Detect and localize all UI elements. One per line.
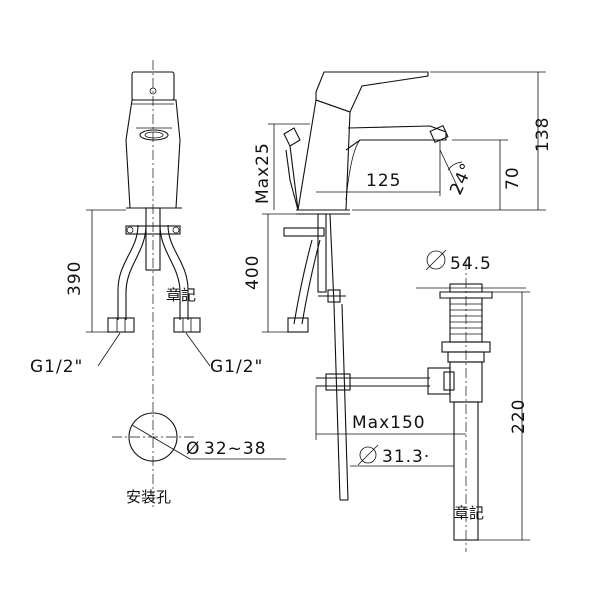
drain-thread-lines: [450, 303, 482, 335]
dim-220-text: 220: [509, 399, 529, 434]
thread-right-label: G1/2": [210, 357, 263, 377]
stamp-label-2: 章記: [454, 504, 484, 522]
angle-leader: [439, 149, 461, 193]
mounting-hole-label: 安装孔: [126, 488, 171, 506]
clamp-bolt-right: [172, 226, 180, 234]
dim-hole-text: 32~38: [204, 439, 267, 459]
side-view: Max25 400 125 24°: [243, 71, 553, 552]
dim-390-text: 390: [65, 261, 85, 296]
nut-right: [173, 317, 201, 333]
spout: [345, 125, 447, 151]
aerator: [139, 129, 169, 141]
dim-31-3-symbol-circle: [359, 446, 377, 464]
dim-54-5-symbol-circle: [426, 250, 446, 270]
side-nut: [287, 317, 309, 333]
angle-arc: [447, 161, 463, 171]
dim-31-3-symbol-slash: [357, 444, 379, 466]
dim-70-text: 70: [503, 166, 523, 190]
hole-leader: [131, 424, 191, 460]
hose-left-outer: [117, 224, 139, 320]
linkage-clip: [327, 289, 341, 303]
leader-thread-right: [185, 332, 211, 367]
pivot-clip: [325, 373, 351, 391]
side-body: [297, 99, 351, 211]
aerator-inner: [144, 131, 164, 139]
linkage-strap-edge: [341, 303, 349, 501]
side-shank: [317, 213, 327, 293]
dim-125-text: 125: [366, 171, 401, 191]
side-hose-b: [301, 239, 321, 325]
hose-clamp: [125, 225, 181, 235]
tail-pipe: [453, 401, 479, 541]
pop-up-rod: [289, 145, 299, 211]
dim-hole-diameter-symbol: Ø: [186, 439, 200, 459]
front-shank: [145, 207, 161, 271]
linkage-strap: [333, 303, 341, 501]
stamp-label-1: 章記: [166, 286, 196, 304]
thread-left-label: G1/2": [30, 357, 83, 377]
handle-indicator: [149, 87, 157, 95]
nut-left: [107, 317, 135, 333]
leader-thread-left: [97, 332, 121, 367]
dim-31-3-text: 31.3·: [382, 447, 430, 467]
dim-max25-text: Max25: [253, 142, 273, 204]
clamp-bolt-left: [126, 226, 134, 234]
pivot-nut: [427, 367, 451, 395]
linkage-rod: [329, 213, 335, 305]
side-clamp: [283, 227, 325, 237]
front-view: 390 G1/2" G1/2" 章記 Ø 32~38 安装孔: [30, 60, 286, 510]
dim-max150-text: Max150: [352, 413, 426, 433]
side-hose-a: [293, 239, 313, 325]
spout-underside: [345, 139, 361, 201]
pivot-collar: [443, 371, 455, 391]
spout-outlet: [429, 124, 449, 144]
mounting-hole-circle: [128, 412, 178, 462]
pop-up-rod-upper: [285, 149, 299, 211]
dim-54-5-text: 54.5: [450, 254, 492, 274]
dim-138-text: 138: [533, 117, 553, 152]
dim-24-text: 24°: [446, 160, 478, 198]
hose-right-outer: [167, 224, 189, 320]
dim-400-text: 400: [243, 255, 263, 290]
dim-54-5-symbol-slash: [425, 249, 447, 271]
pop-up-knob: [283, 127, 301, 147]
